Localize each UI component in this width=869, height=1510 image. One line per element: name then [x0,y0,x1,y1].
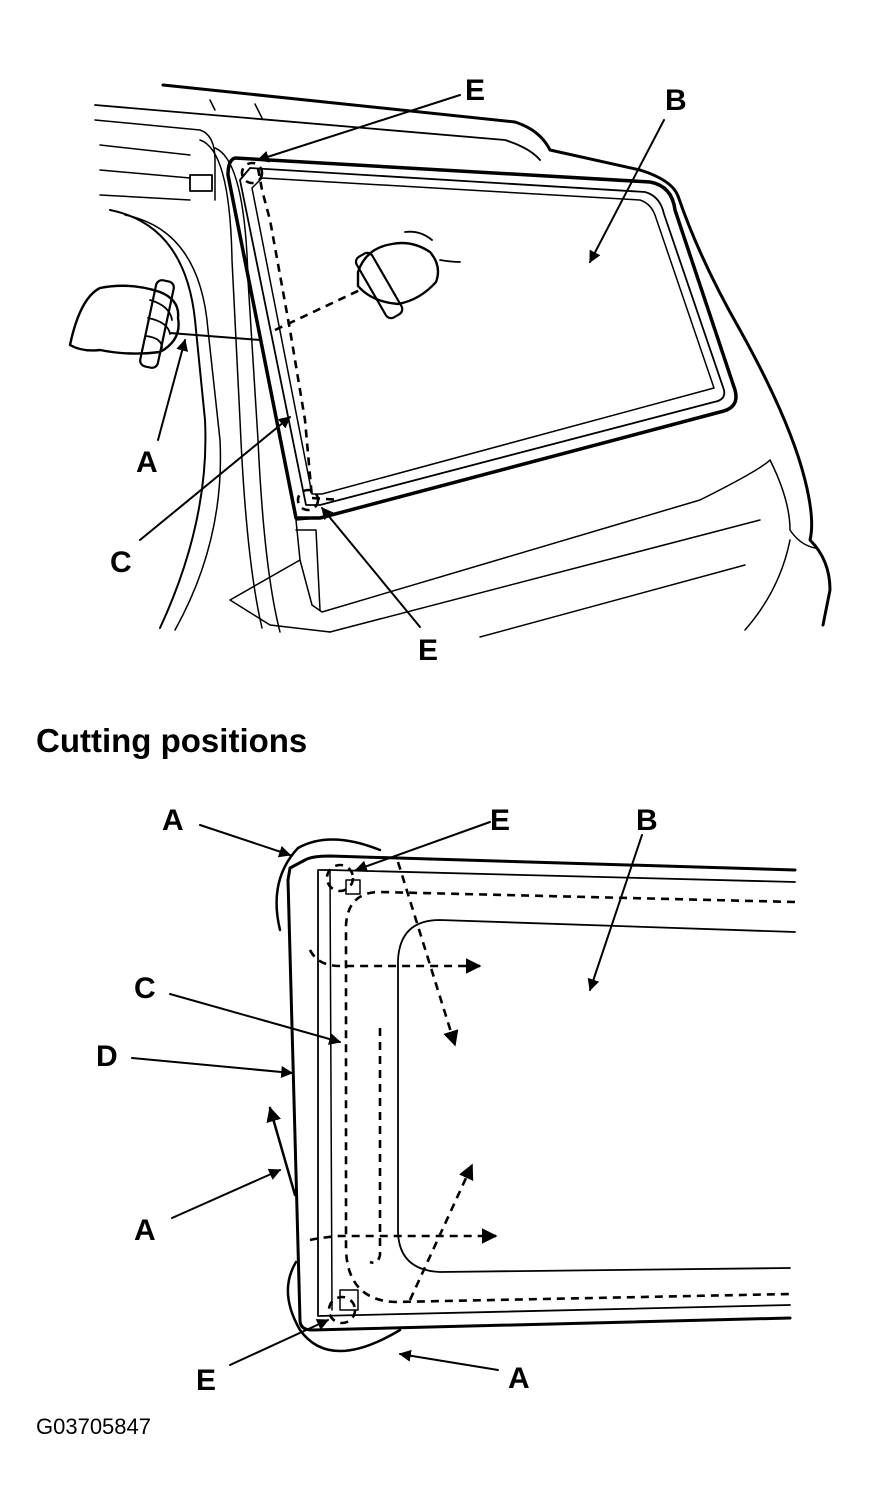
right-hand-icon [354,230,461,320]
cutting-wire-path [240,161,361,512]
callout-e-bottom: E [196,1364,216,1397]
callout-a-mid: A [134,1214,156,1247]
callout-c: C [134,972,156,1005]
callout-b: B [665,84,687,117]
callout-c: C [110,546,132,579]
section-title: Cutting positions [36,722,307,759]
callout-a-top: A [162,804,184,837]
body-pillar-lines [94,119,281,633]
bottom-illustration: A E B C D A E A [96,804,797,1397]
callout-b: B [636,804,658,837]
figure-code: G03705847 [36,1414,151,1439]
callout-a-bottom: A [508,1362,530,1395]
callout-e-top: E [490,804,510,837]
quarter-window-b [226,156,738,520]
callout-e-top: E [465,74,485,107]
callout-e-bottom: E [418,634,438,667]
left-hand-icon [68,279,261,369]
roof-lines [94,83,680,198]
rear-body [229,194,832,638]
callout-a: A [136,446,158,479]
callout-d: D [96,1040,118,1073]
top-illustration: E B A C E [68,74,832,667]
